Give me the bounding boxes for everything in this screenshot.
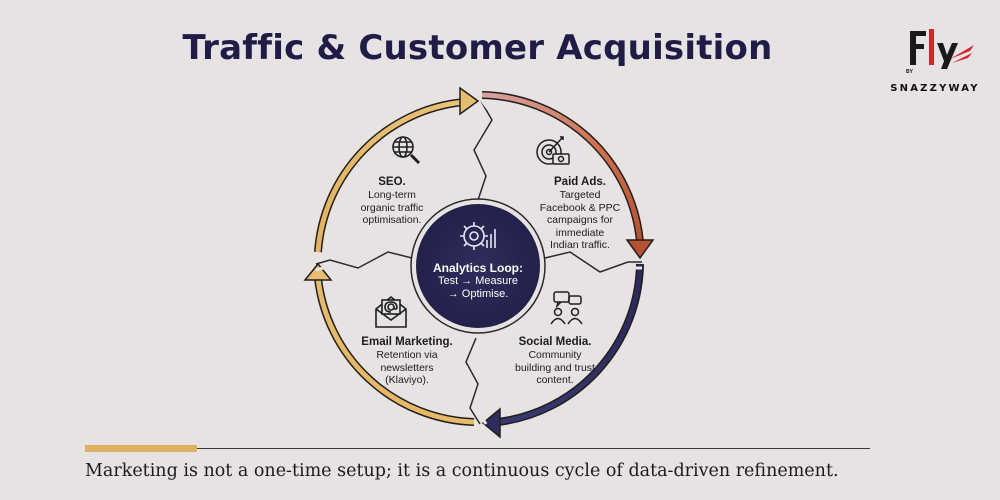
cycle-arrow-orange: [481, 91, 655, 260]
node-paid-ads: Paid Ads. Targeted Facebook & PPC campai…: [525, 175, 635, 252]
node-email-marketing: Email Marketing. Retention via newslette…: [346, 335, 468, 387]
node-seo-desc-1: Long-term: [368, 189, 416, 201]
node-paid-ads-desc-5: Indian traffic.: [550, 239, 610, 251]
analytics-loop-hub: [410, 198, 546, 334]
node-seo-desc-3: optimisation.: [362, 214, 422, 226]
social-users-icon: [550, 291, 583, 325]
node-paid-ads-desc-1: Targeted: [559, 189, 601, 201]
gear-chart-icon: [460, 222, 496, 250]
page-title: Traffic & Customer Acquisition: [182, 28, 773, 68]
analytics-loop-line1: Test → Measure: [437, 275, 519, 287]
email-icon: [375, 295, 407, 328]
node-paid-ads-desc-4: immediate: [555, 226, 605, 239]
cycle-arrow-navy: [481, 263, 644, 439]
node-paid-ads-desc-3: campaigns for: [547, 214, 613, 226]
fly-logo-mark: [910, 29, 974, 69]
segment-dividers: [315, 95, 642, 425]
analytics-loop-title: Analytics Loop:: [432, 261, 523, 275]
node-social-media: Social Media. Community building and tru…: [495, 335, 615, 387]
logo-name: SNAZZYWAY: [890, 83, 980, 94]
node-seo-desc-2: organic traffic: [360, 201, 424, 214]
cycle-arrow-gold-bottom: [303, 262, 475, 426]
divider-line: [197, 448, 870, 449]
node-email-desc-1: Retention via: [376, 349, 438, 361]
node-social-media-desc-3: content.: [536, 374, 574, 386]
node-email-desc-2: newsletters: [380, 361, 434, 374]
node-seo: SEO. Long-term organic traffic optimisat…: [337, 175, 447, 227]
node-social-media-title: Social Media.: [518, 336, 592, 348]
node-email-desc-3: (Klaviyo).: [385, 374, 429, 386]
cycle-arrow-gold-top: [314, 86, 480, 253]
footer-caption: Marketing is not a one-time setup; it is…: [85, 461, 839, 481]
logo-by: BY: [906, 69, 913, 75]
node-social-media-desc-1: Community: [528, 349, 582, 361]
accent-bar: [85, 445, 197, 452]
target-money-icon: [536, 136, 570, 165]
node-seo-title: SEO.: [378, 176, 406, 188]
brand-logo: BY SNAZZYWAY: [880, 25, 990, 105]
node-paid-ads-title: Paid Ads.: [554, 176, 606, 188]
node-social-media-desc-2: building and trust: [515, 361, 595, 374]
globe-search-icon: [392, 136, 421, 165]
analytics-loop-line2: → Optimise.: [447, 288, 509, 300]
analytics-loop-label: Analytics Loop: Test → Measure → Optimis…: [418, 262, 538, 301]
node-email-title: Email Marketing.: [361, 336, 453, 348]
node-paid-ads-desc-2: Facebook & PPC: [539, 201, 621, 214]
